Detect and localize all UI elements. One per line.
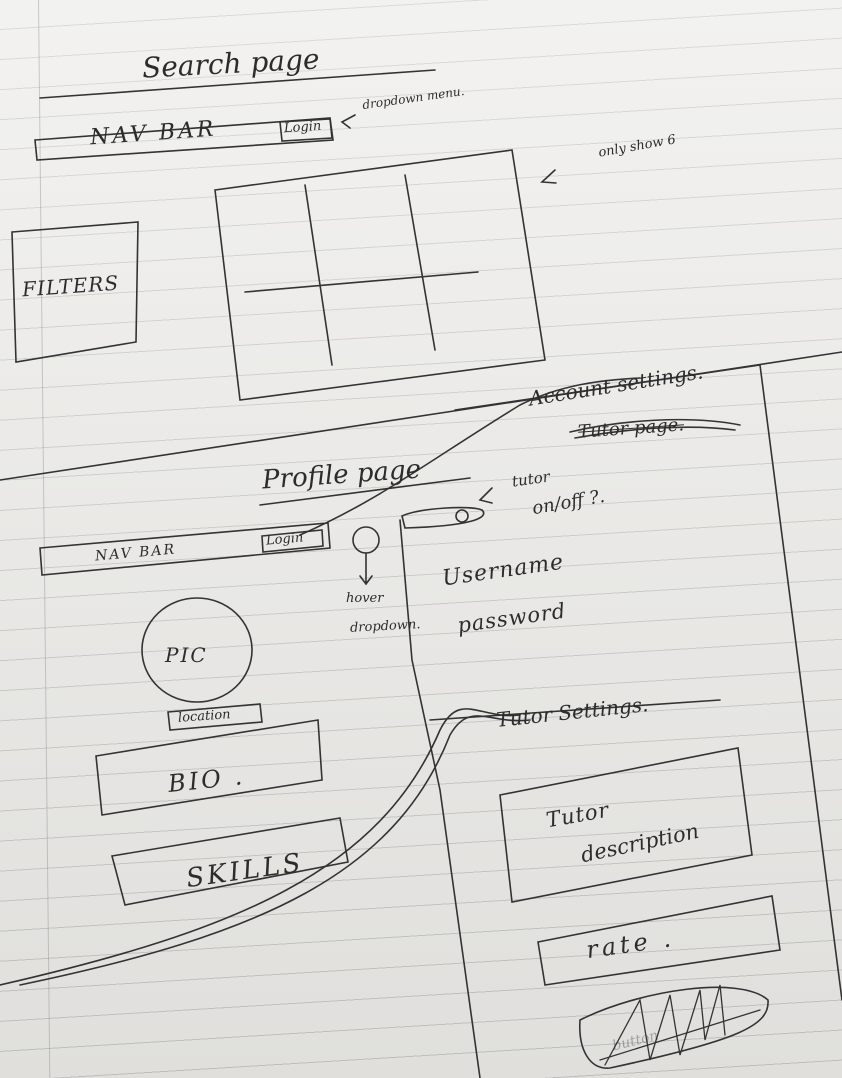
dropdown-arrow-stroke	[340, 114, 356, 129]
location-box	[167, 703, 263, 731]
search-login-label: Login	[283, 118, 322, 137]
hover-dropdown-note-1: hover	[346, 591, 384, 606]
filters-label: FILTERS	[21, 270, 120, 302]
profile-login-label: Login	[265, 530, 304, 549]
transition-curve-3	[299, 377, 641, 536]
pic-label: PIC	[165, 643, 208, 667]
scribble-marks	[599, 984, 761, 1066]
grid-column-line-2	[404, 174, 436, 351]
location-label: location	[177, 707, 232, 726]
grid-note-arrow	[540, 169, 557, 184]
search-navbar-box	[34, 117, 334, 161]
bio-box	[95, 719, 323, 816]
hover-down-arrow	[359, 552, 373, 586]
filters-box	[11, 221, 139, 363]
profile-title-underline	[259, 477, 471, 506]
scribbled-button-box	[579, 986, 769, 1069]
scratched-out-strokes	[569, 418, 741, 439]
hover-dropdown-note-2: dropdown.	[349, 617, 421, 636]
tutor-description-box	[499, 747, 753, 903]
tutor-settings-underline	[429, 699, 721, 721]
toggle-note-arrow	[478, 487, 493, 504]
results-grid-box	[214, 149, 546, 401]
rate-box	[537, 895, 781, 986]
grid-column-line-1	[304, 184, 333, 366]
grid-row-line	[244, 271, 479, 293]
pic-circle	[141, 597, 253, 703]
title-underline-stroke	[39, 69, 436, 99]
profile-login-box	[261, 529, 324, 553]
profile-navbar-box	[39, 522, 331, 576]
transition-curve-1	[0, 708, 521, 986]
settings-panel-edge-top	[454, 364, 842, 1001]
tutor-toggle-knob	[455, 509, 469, 523]
skills-box	[111, 817, 349, 906]
settings-panel-edge-left	[399, 519, 481, 1078]
hover-avatar-circle	[352, 526, 380, 554]
search-login-box	[279, 118, 333, 142]
tutor-toggle-pill	[401, 506, 485, 529]
